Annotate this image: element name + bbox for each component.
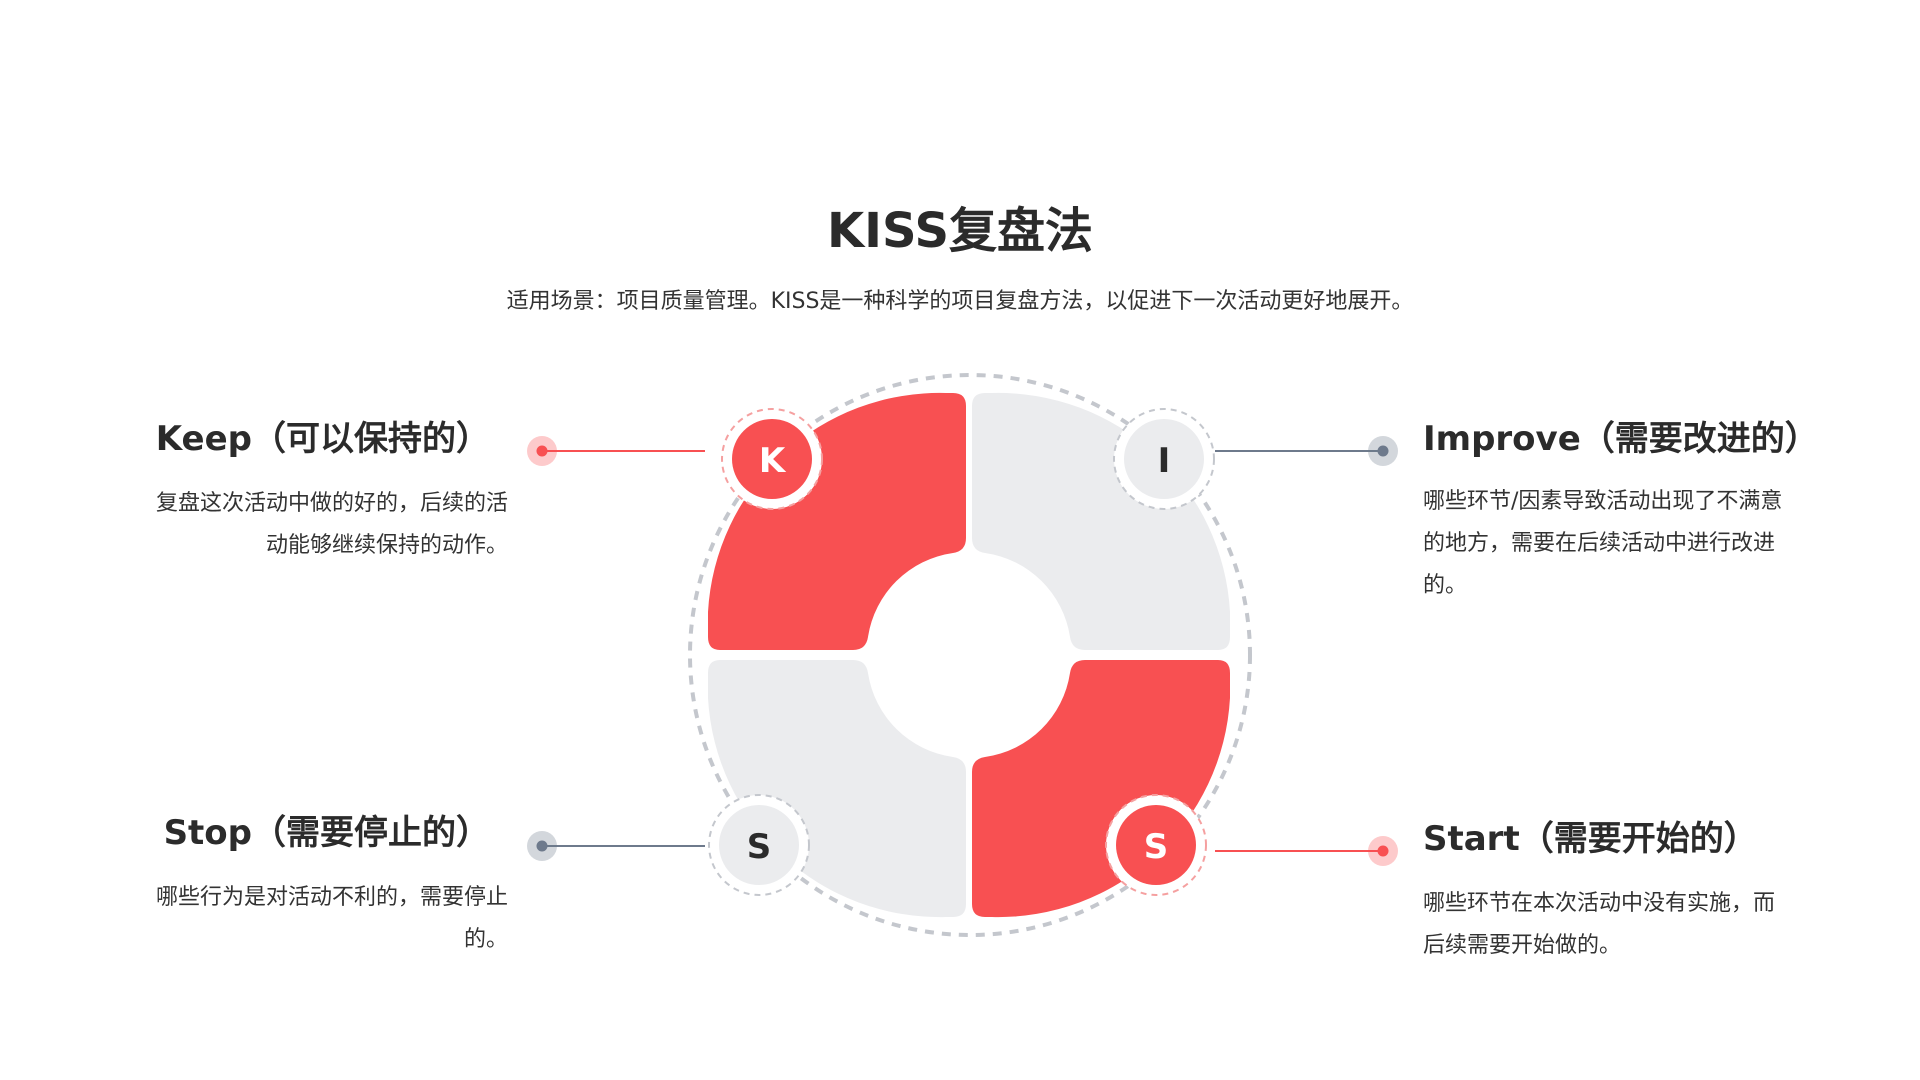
keep-desc-line: 复盘这次活动中做的好的，后续的活 xyxy=(155,491,508,516)
stop-desc-line: 哪些行为是对活动不利的，需要停止 xyxy=(155,885,508,910)
keep-desc-line: 动能够继续保持的动作。 xyxy=(265,533,508,558)
badge-letter-improve: I xyxy=(1158,441,1171,481)
badge-letter-keep: K xyxy=(759,441,787,481)
improve-description: 哪些环节/因素导致活动出现了不满意 的地方，需要在后续活动中进行改进 的。 xyxy=(1423,481,1843,607)
badge-stop: S xyxy=(708,794,810,896)
start-desc-line: 哪些环节在本次活动中没有实施，而 xyxy=(1423,891,1776,916)
segment-start xyxy=(972,660,1230,918)
badge-letter-stop: S xyxy=(747,827,772,867)
improve-desc-line: 哪些环节/因素导致活动出现了不满意 xyxy=(1423,489,1783,514)
segment-stop xyxy=(708,660,966,918)
start-heading: Start（需要开始的） xyxy=(1423,819,1758,859)
badge-keep: K xyxy=(721,408,823,510)
keep-description: 复盘这次活动中做的好的，后续的活 动能够继续保持的动作。 xyxy=(100,483,508,567)
improve-heading: Improve（需要改进的） xyxy=(1423,419,1819,459)
badge-start: S xyxy=(1105,794,1207,896)
outer-dashed-ring xyxy=(688,373,1252,937)
segment-keep xyxy=(708,392,966,650)
connector-stop xyxy=(527,831,705,861)
stop-desc-line: 的。 xyxy=(463,927,508,952)
connector-keep xyxy=(527,436,705,466)
keep-heading: Keep（可以保持的） xyxy=(155,419,490,459)
start-description: 哪些环节在本次活动中没有实施，而 后续需要开始做的。 xyxy=(1423,883,1843,967)
stop-heading: Stop（需要停止的） xyxy=(163,813,490,853)
stop-description: 哪些行为是对活动不利的，需要停止 的。 xyxy=(100,877,508,961)
start-desc-line: 后续需要开始做的。 xyxy=(1423,933,1622,958)
improve-desc-line: 的地方，需要在后续活动中进行改进 xyxy=(1423,531,1776,556)
connector-start xyxy=(1215,836,1398,866)
segment-improve xyxy=(972,392,1230,650)
badge-letter-start: S xyxy=(1144,827,1169,867)
improve-desc-line: 的。 xyxy=(1423,573,1468,598)
page-subtitle: 适用场景：项目质量管理。KISS是一种科学的项目复盘方法，以促进下一次活动更好地… xyxy=(506,289,1414,314)
page-title: KISS复盘法 xyxy=(826,203,1094,259)
connector-improve xyxy=(1215,436,1398,466)
badge-improve: I xyxy=(1113,408,1215,510)
